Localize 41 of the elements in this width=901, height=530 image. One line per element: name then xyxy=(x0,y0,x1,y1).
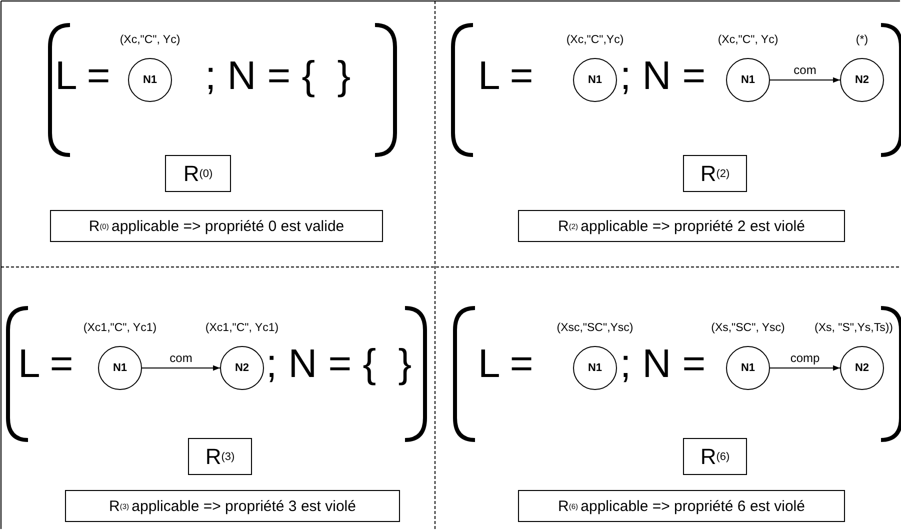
attribute-label: (Xc1,"C", Yc1) xyxy=(83,322,157,334)
edge-label: com xyxy=(170,351,192,365)
node-label: N2 xyxy=(234,362,250,374)
equation-text: ; N = { } xyxy=(205,56,351,96)
arrow xyxy=(142,365,220,371)
node-circle xyxy=(573,346,617,390)
node-label: N1 xyxy=(142,74,158,86)
node-label: N2 xyxy=(854,74,870,86)
node-circle xyxy=(220,346,264,390)
attribute-label: (Xsc,"SC",Ysc) xyxy=(556,322,634,334)
equation-text: L = xyxy=(55,56,110,96)
attribute-label: (Xc,"C", Yc) xyxy=(718,34,778,46)
attribute-label: (Xc,"C", Yc) xyxy=(120,34,180,46)
attribute-label: (*) xyxy=(856,34,868,46)
attribute-label: (Xc,"C",Yc) xyxy=(566,34,624,46)
attribute-label: (Xc1,"C", Yc1) xyxy=(205,322,279,334)
node-circle xyxy=(726,346,770,390)
node-label: N2 xyxy=(854,362,870,374)
equation-text: L = xyxy=(18,344,74,384)
arrow xyxy=(770,365,840,371)
node-circle xyxy=(726,58,770,102)
node-label: N1 xyxy=(740,74,756,86)
equation-text: ; N = { } xyxy=(266,344,412,384)
attribute-label: (Xs,"SC", Ysc) xyxy=(711,322,785,334)
node-label: N1 xyxy=(588,362,602,374)
node-label: N1 xyxy=(112,362,128,374)
node-circle xyxy=(573,58,617,102)
arrow xyxy=(770,77,840,83)
node-circle xyxy=(840,58,884,102)
equation-text: ; N = xyxy=(620,56,706,96)
edge-label: com xyxy=(794,63,816,77)
equation-text: L = xyxy=(478,344,534,384)
attribute-label: (Xs, "S",Ys,Ts)) xyxy=(814,322,893,334)
node-circle xyxy=(98,346,142,390)
node-label: N1 xyxy=(588,74,602,86)
node-circle xyxy=(128,58,172,102)
equation-text: L = xyxy=(478,56,534,96)
equation-text: ; N = xyxy=(620,344,706,384)
node-circle xyxy=(840,346,884,390)
edge-label: comp xyxy=(790,351,820,365)
node-label: N1 xyxy=(740,362,756,374)
